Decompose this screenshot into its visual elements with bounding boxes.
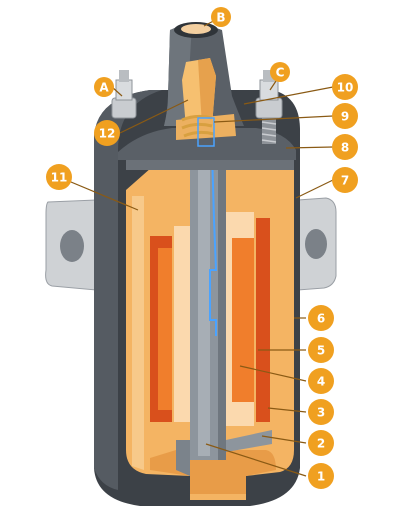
callout-4-label: 4 [317,375,325,389]
callout-b-label: B [216,11,225,25]
callout-7: 7 [332,167,358,193]
callout-6-label: 6 [317,312,325,326]
spring-contact [181,114,215,147]
callout-8: 8 [332,134,358,160]
iron-core [176,160,272,476]
callout-1: 1 [308,463,334,489]
terminal-left [111,70,137,119]
top-cap [118,128,296,170]
callout-2: 2 [308,430,334,456]
callout-7-label: 7 [341,174,349,188]
callout-1-label: 1 [317,470,325,484]
callout-3: 3 [308,399,334,425]
callout-6: 6 [308,305,334,331]
callout-5: 5 [308,337,334,363]
callout-5-label: 5 [317,344,325,358]
secondary-winding-left [158,248,172,410]
callout-12: 12 [94,120,120,146]
callout-c: C [270,62,290,82]
callout-4: 4 [308,368,334,394]
secondary-winding-right [232,238,254,402]
callout-11: 11 [46,164,72,190]
callout-a-label: A [99,81,109,95]
callout-b: B [211,7,231,27]
primary-winding-right [256,218,270,422]
callout-10: 10 [332,74,358,100]
callout-a: A [94,77,114,97]
callout-11-label: 11 [51,171,68,185]
callout-3-label: 3 [317,406,325,420]
callout-9: 9 [332,103,358,129]
callout-c-label: C [276,66,285,80]
callout-2-label: 2 [317,437,325,451]
callout-9-label: 9 [341,110,349,124]
terminal-right [255,70,283,144]
insulation-left [174,226,192,422]
callout-10-label: 10 [337,81,354,95]
callout-8-label: 8 [341,141,349,155]
callout-12-label: 12 [99,127,116,141]
